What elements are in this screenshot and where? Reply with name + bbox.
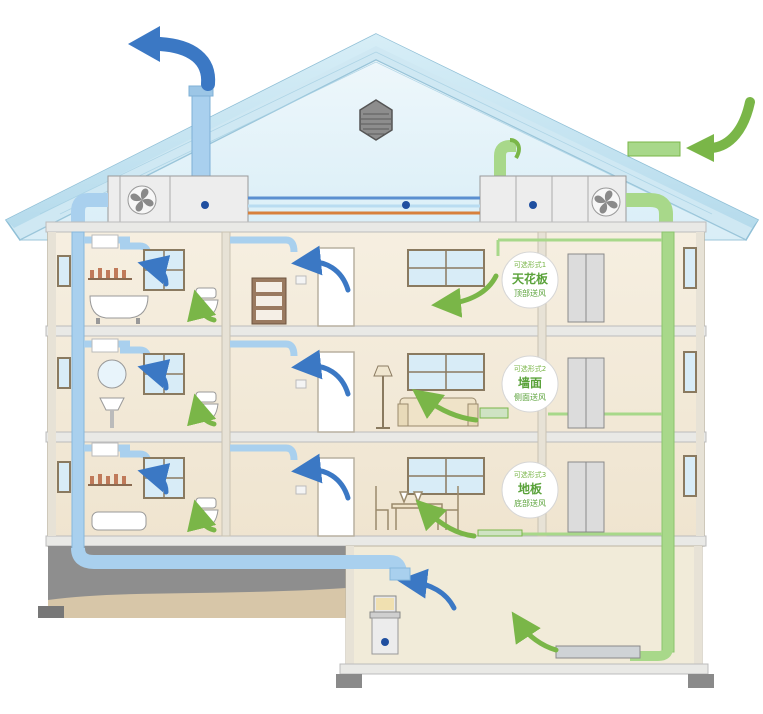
- hrv-unit-right: [479, 175, 627, 225]
- curved-green-arrow-icon: [411, 389, 479, 423]
- curved-blue-arrow-icon: [137, 255, 171, 287]
- exhaust-vertical-duct: [71, 231, 85, 551]
- callout-wall-supply: 可选形式2 墙面 侧面送风: [501, 355, 559, 413]
- curved-blue-arrow-icon: [137, 463, 171, 495]
- vent-grille-icon: [359, 99, 393, 141]
- callout-title: 墙面: [518, 375, 542, 390]
- computer-terminal: [369, 595, 401, 655]
- curved-green-arrow-icon: [415, 499, 477, 539]
- wash-basin: [97, 359, 127, 428]
- curved-blue-arrow-icon: [291, 349, 351, 397]
- sofa: [397, 397, 479, 427]
- curved-blue-arrow-icon: [153, 37, 216, 91]
- curved-green-arrow-icon: [187, 289, 217, 323]
- callout-ceiling-supply: 可选形式1 天花板 顶部送风: [501, 251, 559, 309]
- exhaust-stack: [191, 91, 211, 181]
- fan-icon: [591, 187, 621, 217]
- curved-green-arrow-icon: [511, 611, 559, 653]
- floor-vent: [477, 529, 523, 537]
- callout-option-label: 可选形式1: [514, 260, 546, 269]
- callout-option-label: 可选形式3: [514, 470, 546, 479]
- callout-subtitle: 侧面送风: [514, 392, 546, 402]
- callout-option-label: 可选形式2: [514, 364, 546, 373]
- curved-green-arrow-icon: [431, 273, 499, 318]
- curved-blue-arrow-icon: [291, 245, 351, 293]
- fresh-riser-duct: [626, 193, 673, 330]
- fresh-vertical-duct: [661, 231, 675, 653]
- bathtub: [91, 511, 147, 531]
- curved-green-arrow-icon: [187, 393, 217, 427]
- curved-blue-arrow-icon: [397, 568, 457, 611]
- callout-title: 天花板: [512, 271, 549, 286]
- curved-green-arrow-icon: [707, 97, 755, 153]
- callout-subtitle: 顶部送风: [514, 288, 546, 298]
- floor-grille: [555, 645, 641, 659]
- callout-subtitle: 底部送风: [514, 498, 546, 508]
- curved-blue-arrow-icon: [291, 453, 351, 501]
- fresh-air-intake-duct: [627, 141, 681, 157]
- floor-lamp: [373, 365, 393, 429]
- bathtub: [89, 295, 149, 324]
- wall-vent: [479, 407, 509, 419]
- curved-blue-arrow-icon: [137, 359, 171, 391]
- callout-floor-supply: 可选形式3 地板 底部送风: [501, 461, 559, 519]
- fan-icon: [127, 185, 157, 215]
- curved-green-arrow-icon: [187, 499, 217, 533]
- exhaust-riser-duct: [71, 193, 108, 330]
- callout-title: 地板: [518, 481, 543, 496]
- bookshelf: [251, 277, 287, 325]
- exhaust-unit-left: [107, 175, 249, 225]
